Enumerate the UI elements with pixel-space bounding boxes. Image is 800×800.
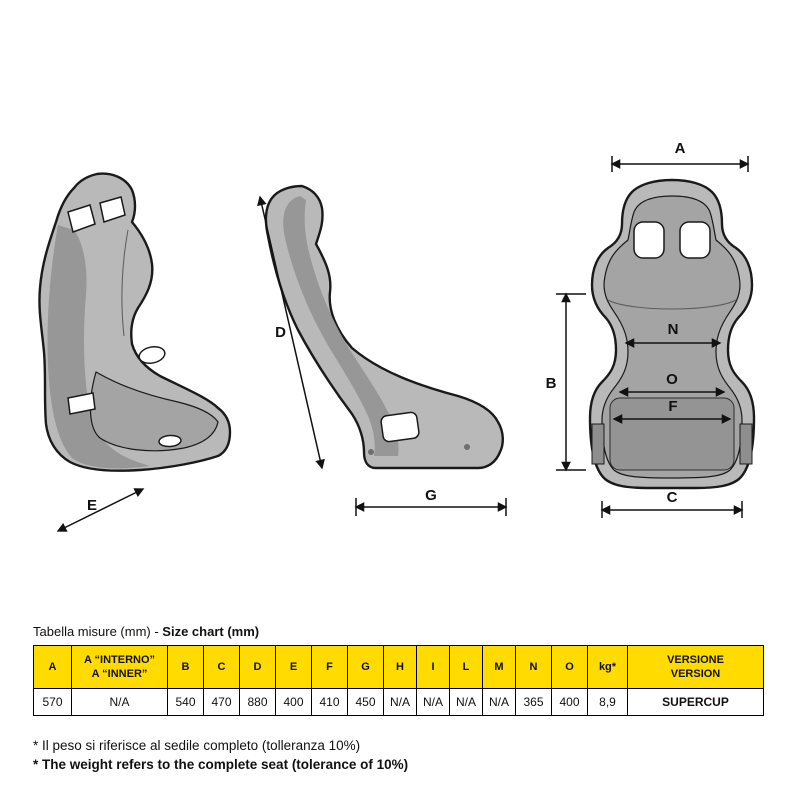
headrest-hole-right <box>679 221 711 259</box>
caption-italian: Tabella misure (mm) - <box>33 624 163 639</box>
dim-arrow-e <box>56 488 145 532</box>
dim-label-b: B <box>546 375 557 392</box>
footnote-english: * The weight refers to the complete seat… <box>33 757 409 772</box>
seat-pan-hole <box>158 434 182 448</box>
side-mount-hole <box>380 411 420 443</box>
seat-front-view: A B C N O F <box>546 140 756 518</box>
header-f: F <box>311 645 348 689</box>
dim-label-n: N <box>668 321 679 338</box>
dim-label-e: E <box>87 497 97 514</box>
header-row: A A “INTERNO”A “INNER” B C D E F G H I L… <box>33 645 764 689</box>
cell-e: 400 <box>275 688 312 716</box>
cell-m: N/A <box>482 688 516 716</box>
cell-f: 410 <box>311 688 348 716</box>
cell-o: 400 <box>551 688 588 716</box>
dim-label-c: C <box>667 489 678 506</box>
seat-side-view: D G <box>257 184 508 516</box>
header-c: C <box>203 645 240 689</box>
headrest-hole-left <box>633 221 665 259</box>
header-n: N <box>515 645 552 689</box>
header-h: H <box>383 645 417 689</box>
back-edge-shade <box>283 196 399 456</box>
mount-tab-left <box>591 423 605 465</box>
cell-n: 365 <box>515 688 552 716</box>
header-a: A <box>33 645 72 689</box>
size-table: A A “INTERNO”A “INNER” B C D E F G H I L… <box>33 645 764 716</box>
mount-tab-right <box>739 423 753 465</box>
backrest-hole <box>138 345 166 365</box>
cell-g: 450 <box>347 688 384 716</box>
cell-l: N/A <box>449 688 483 716</box>
backrest-crease <box>121 229 129 337</box>
dim-label-a: A <box>675 140 686 157</box>
seat-diagrams: E D G A <box>38 140 756 532</box>
cell-d: 880 <box>239 688 276 716</box>
header-i: I <box>416 645 450 689</box>
cell-version: SUPERCUP <box>627 688 764 716</box>
headrest-hole-right <box>99 196 126 223</box>
dim-arrow-d <box>257 195 325 470</box>
header-kg: kg* <box>587 645 628 689</box>
header-m: M <box>482 645 516 689</box>
cell-i: N/A <box>416 688 450 716</box>
side-hole <box>67 392 96 415</box>
dim-label-g: G <box>425 487 437 504</box>
header-d: D <box>239 645 276 689</box>
cell-a: 570 <box>33 688 72 716</box>
dim-label-d: D <box>275 324 286 341</box>
header-e: E <box>275 645 312 689</box>
header-l: L <box>449 645 483 689</box>
bolt-dot-front <box>464 444 470 450</box>
headrest-hole-left <box>67 204 96 233</box>
dim-label-f: F <box>668 398 677 415</box>
seat-three-quarter-view: E <box>38 172 232 532</box>
bolt-dot-rear <box>368 449 374 455</box>
table-row: 570 N/A 540 470 880 400 410 450 N/A N/A … <box>33 688 764 716</box>
seat-pan-shade <box>89 371 219 452</box>
caption-english: Size chart (mm) <box>162 624 260 639</box>
cell-c: 470 <box>203 688 240 716</box>
table-caption: Tabella misure (mm) - Size chart (mm) <box>33 624 259 639</box>
cell-b: 540 <box>167 688 204 716</box>
header-a-inner: A “INTERNO”A “INNER” <box>71 645 168 689</box>
header-o: O <box>551 645 588 689</box>
cell-kg: 8,9 <box>587 688 628 716</box>
cell-h: N/A <box>383 688 417 716</box>
header-g: G <box>347 645 384 689</box>
shoulder-crease <box>607 299 737 310</box>
dim-label-o: O <box>666 371 678 388</box>
header-b: B <box>167 645 204 689</box>
cell-a-inner: N/A <box>71 688 168 716</box>
footnote-italian: * Il peso si riferisce al sedile complet… <box>33 738 361 753</box>
